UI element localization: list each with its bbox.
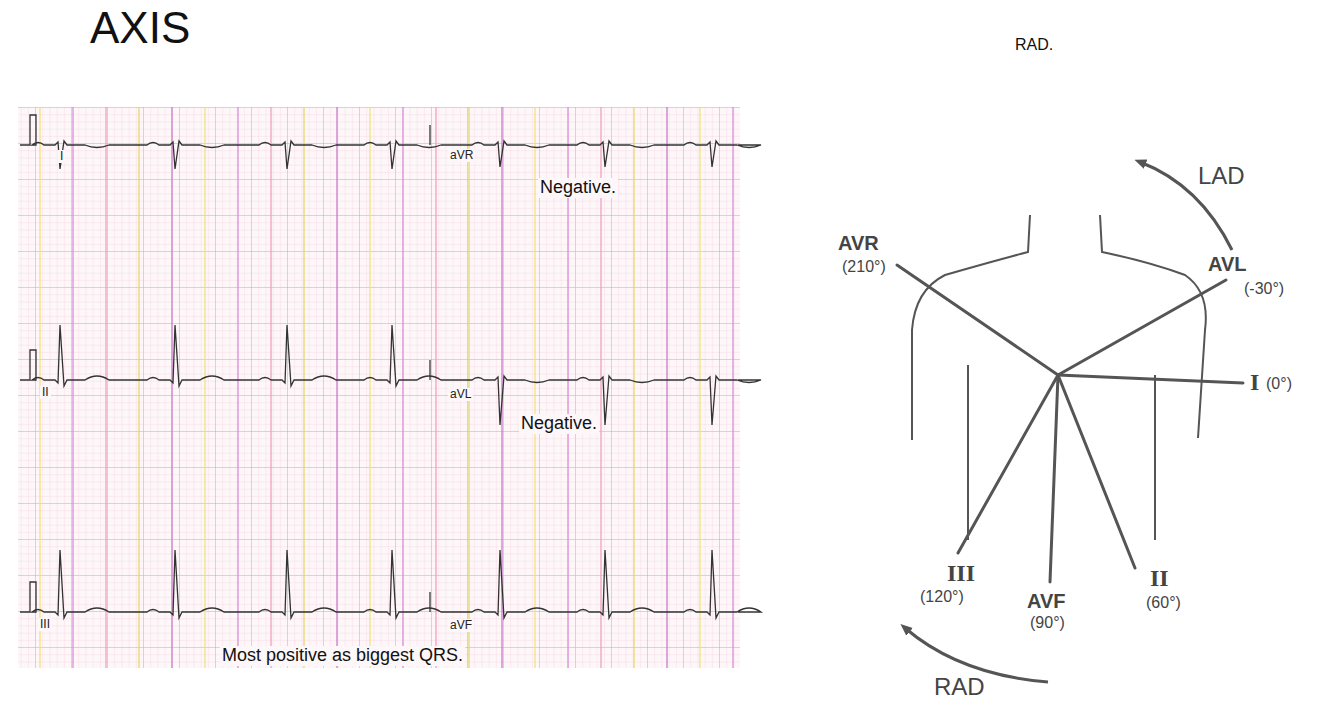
- lead-axis-label: I: [1250, 369, 1259, 395]
- ecg-grid: [18, 107, 740, 668]
- lead-label: aVF: [448, 619, 474, 632]
- lead-angle: (-30°): [1244, 280, 1284, 298]
- lead-axis-label: II: [1150, 565, 1169, 591]
- lead-angle: (210°): [842, 258, 886, 276]
- annotation: Most positive as biggest QRS.: [220, 646, 465, 666]
- axis-deviation-label: LAD: [1198, 163, 1245, 189]
- lead-axis-label: AVL: [1208, 253, 1247, 275]
- annotation: Negative.: [519, 414, 599, 434]
- lead-label: I: [58, 150, 65, 163]
- ecg-marker-lines: [40, 107, 733, 668]
- lead-angle: (60°): [1146, 594, 1181, 612]
- lead-axis-label: AVF: [1027, 590, 1066, 612]
- axis-deviation-label: RAD: [934, 674, 985, 700]
- lead-label: III: [38, 618, 52, 631]
- lead-label: II: [40, 386, 51, 399]
- body-outline: [912, 215, 1206, 540]
- lead-angle: (120°): [920, 588, 964, 606]
- annotation: Negative.: [538, 178, 618, 198]
- rotation-arrows: [905, 162, 1232, 682]
- lead-label: aVR: [448, 149, 475, 162]
- lead-label: aVL: [448, 388, 473, 401]
- hexaxial-diagram: [897, 265, 1243, 582]
- slide-title: AXIS: [90, 4, 190, 52]
- ecg-traces: [20, 115, 761, 618]
- lead-angle: (0°): [1266, 375, 1292, 393]
- ecg-paper: [18, 107, 740, 668]
- lead-axis-label: III: [947, 560, 975, 586]
- lead-angle: (90°): [1030, 614, 1065, 632]
- lead-axis-label: AVR: [838, 232, 879, 254]
- note-label: RAD.: [1015, 36, 1053, 54]
